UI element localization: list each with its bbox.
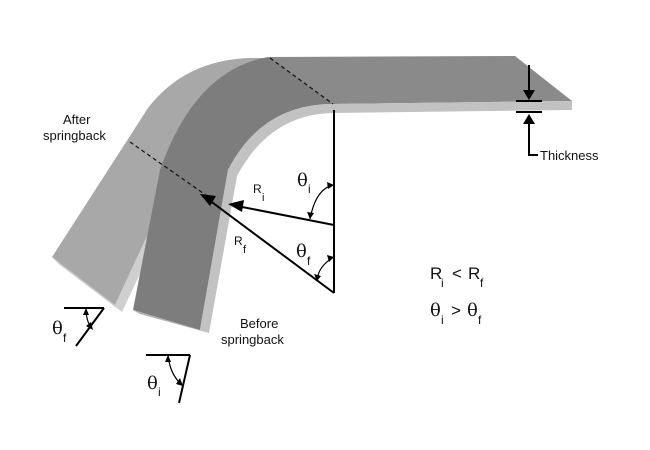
flange-thickness-face — [333, 101, 572, 113]
theta-i-label: θ i — [297, 170, 311, 196]
svg-text:θ: θ — [296, 241, 307, 262]
svg-text:i: i — [441, 313, 444, 327]
flange-top-surface — [268, 56, 572, 104]
before-springback-sheet — [133, 56, 572, 333]
ri-arrowhead — [228, 200, 244, 212]
svg-text:θ: θ — [52, 318, 63, 339]
svg-text:R: R — [234, 234, 243, 248]
svg-text:i: i — [158, 385, 161, 399]
svg-text:θ: θ — [297, 170, 308, 191]
angle-construction — [204, 110, 335, 294]
rf-arrowhead — [200, 194, 216, 206]
svg-text:R: R — [468, 264, 480, 283]
angle-arcs — [309, 184, 335, 282]
svg-text:springback: springback — [43, 128, 106, 143]
svg-text:>: > — [451, 301, 461, 320]
svg-text:f: f — [63, 331, 67, 345]
ri-label: R i — [253, 182, 264, 204]
rf-label: R f — [234, 234, 247, 256]
svg-text:f: f — [478, 313, 482, 327]
svg-text:θ: θ — [430, 300, 441, 321]
svg-text:i: i — [308, 182, 311, 196]
theta-i-arc — [309, 184, 335, 220]
inner-bend-thickness — [200, 104, 333, 333]
svg-text:After: After — [63, 112, 91, 127]
radius-arrowheads — [200, 194, 244, 212]
rf-radius-line — [204, 196, 335, 294]
svg-text:<: < — [452, 264, 462, 283]
svg-text:f: f — [480, 276, 484, 290]
after-springback-label: After springback — [43, 112, 106, 143]
thickness-arrow-down — [523, 90, 535, 100]
thickness-arrow-up — [523, 114, 535, 124]
angle-relation: θ i > θ f — [430, 300, 482, 327]
after-leg-tangent-line — [129, 141, 211, 199]
svg-text:R: R — [253, 182, 262, 196]
radius-relation: R i < R f — [430, 264, 484, 290]
theta-f-gauge-label: θ f — [52, 318, 67, 345]
svg-text:springback: springback — [221, 332, 284, 347]
before-springback-label: Before springback — [221, 316, 284, 347]
bend-tangent-lines — [129, 57, 334, 199]
thickness-label: Thickness — [540, 148, 599, 163]
ri-radius-line — [231, 204, 335, 226]
theta-f-label: θ f — [296, 241, 311, 268]
svg-text:Before: Before — [240, 316, 278, 331]
flange-tangent-line — [269, 57, 334, 105]
svg-text:i: i — [441, 276, 444, 290]
bent-leg-top-surface — [133, 57, 333, 330]
svg-text:f: f — [243, 244, 247, 256]
svg-text:f: f — [307, 254, 311, 268]
svg-text:i: i — [262, 192, 264, 204]
svg-text:θ: θ — [467, 300, 478, 321]
svg-text:θ: θ — [147, 373, 158, 394]
theta-i-gauge-label: θ i — [147, 373, 161, 399]
svg-text:R: R — [430, 264, 442, 283]
